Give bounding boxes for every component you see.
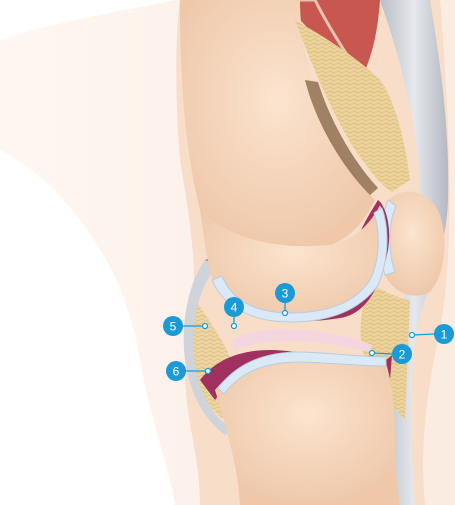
endpoint-2 — [370, 351, 375, 356]
marker-3-label: 3 — [282, 287, 289, 301]
marker-3: 3 — [275, 283, 295, 303]
marker-2: 2 — [392, 344, 412, 364]
marker-6-label: 6 — [173, 365, 180, 379]
marker-1: 1 — [434, 324, 454, 344]
endpoint-6 — [206, 369, 211, 374]
marker-4: 4 — [224, 297, 244, 317]
marker-4-label: 4 — [231, 301, 238, 315]
endpoint-1 — [410, 333, 415, 338]
marker-6: 6 — [166, 361, 186, 381]
marker-1-label: 1 — [441, 328, 448, 342]
marker-2-label: 2 — [399, 348, 406, 362]
endpoint-3 — [283, 311, 288, 316]
endpoint-5 — [203, 324, 208, 329]
endpoint-4 — [232, 324, 237, 329]
tibia — [215, 355, 400, 505]
marker-5: 5 — [163, 316, 183, 336]
marker-5-label: 5 — [170, 320, 177, 334]
